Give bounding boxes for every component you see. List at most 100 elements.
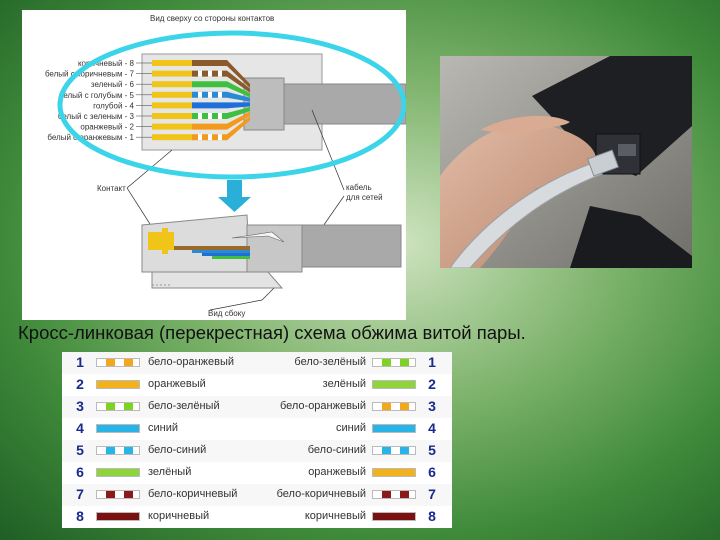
side-view-plug <box>141 214 402 289</box>
wire <box>192 70 250 93</box>
pin-number-left: 7 <box>76 486 84 502</box>
pin-label: зеленый - 6 <box>91 80 135 89</box>
down-arrow <box>218 180 251 212</box>
color-swatch-left <box>96 424 140 433</box>
contact-blade <box>152 134 192 141</box>
top-view-title: Вид сверху со стороны контактов <box>150 14 274 23</box>
cable-label-line1: кабель <box>346 183 372 192</box>
pinout-table: 1 бело-оранжевый бело-зелёный 1 2 оранжевый зе… <box>62 352 452 528</box>
wire-name-right: бело-коричневый <box>276 488 366 500</box>
color-swatch-right <box>372 446 416 455</box>
wire-name-left: зелёный <box>148 466 192 478</box>
cable-leader-line <box>311 109 345 191</box>
wire-stripe <box>218 91 222 98</box>
color-swatch-right <box>372 402 416 411</box>
cable-label-line2: для сетей <box>346 193 383 202</box>
pin-number-right: 2 <box>428 376 436 392</box>
color-swatch-left <box>96 380 140 389</box>
table-row: 3 бело-зелёный бело-оранжевый 3 <box>62 396 452 418</box>
table-row: 2 оранжевый зелёный 2 <box>62 374 452 396</box>
wire-stripe <box>208 134 212 141</box>
pin-label: голубой - 4 <box>93 101 134 110</box>
wire-stripe <box>218 70 222 77</box>
pin-label: белый с зеленым - 3 <box>58 112 135 121</box>
highlight-ellipse <box>57 30 406 180</box>
crimping-photo-svg <box>440 56 692 268</box>
pin-number-right: 5 <box>428 442 436 458</box>
wire <box>192 60 250 88</box>
color-swatch-right <box>372 358 416 367</box>
contact-blade <box>152 91 192 98</box>
wire-name-left: коричневый <box>148 510 210 522</box>
pin-number-right: 4 <box>428 420 436 436</box>
wire-stripe <box>208 70 212 77</box>
pin-label: коричневый - 8 <box>78 59 135 68</box>
contact-blade <box>152 113 192 119</box>
color-swatch-left <box>96 512 140 521</box>
pin-number-left: 6 <box>76 464 84 480</box>
table-row: 5 бело-синий бело-синий 5 <box>62 440 452 462</box>
diagram-svg: Вид сверху со стороны контактов коричнев… <box>45 14 406 318</box>
pin-number-left: 5 <box>76 442 84 458</box>
color-swatch-right <box>372 468 416 477</box>
pin-number-right: 3 <box>428 398 436 414</box>
wire-stripe <box>198 70 202 77</box>
pin-number-left: 3 <box>76 398 84 414</box>
pin-number-left: 1 <box>76 354 84 370</box>
wire-name-left: бело-зелёный <box>148 400 220 412</box>
wire <box>192 102 250 109</box>
contact-blade <box>152 60 192 66</box>
wire-name-left: бело-оранжевый <box>148 356 235 368</box>
wire-stripe <box>218 113 222 119</box>
pin-label: белый с коричневым - 7 <box>45 70 135 79</box>
table-row: 4 синий синий 4 <box>62 418 452 440</box>
pin-label: белый с оранжевым - 1 <box>47 133 134 142</box>
color-swatch-right <box>372 512 416 521</box>
wire-stripe <box>218 134 222 141</box>
wire-name-right: синий <box>335 422 366 434</box>
pin-label: оранжевый - 2 <box>80 123 134 132</box>
color-swatch-left <box>96 468 140 477</box>
table-row: 1 бело-оранжевый бело-зелёный 1 <box>62 352 452 374</box>
contact-blade <box>152 102 192 109</box>
pin-number-right: 1 <box>428 354 436 370</box>
crimp-diagram: Вид сверху со стороны контактов коричнев… <box>22 10 406 320</box>
wire <box>192 111 250 130</box>
pin-number-right: 7 <box>428 486 436 502</box>
side-view-label: Вид сбоку <box>208 309 245 318</box>
pin-number-left: 8 <box>76 508 84 524</box>
wire-stripe <box>208 91 212 98</box>
color-swatch-left <box>96 358 140 367</box>
wire <box>192 81 250 98</box>
pin-number-right: 6 <box>428 464 436 480</box>
contact-blade <box>152 81 192 88</box>
pin-number-left: 4 <box>76 420 84 436</box>
crimping-photo <box>440 56 692 268</box>
color-swatch-right <box>372 490 416 499</box>
top-wires <box>152 60 250 141</box>
wire-stripe <box>208 113 212 119</box>
side-view-leader <box>209 287 275 311</box>
contact-label: Контакт <box>97 184 126 193</box>
color-swatch-left <box>96 490 140 499</box>
wire-name-left: бело-синий <box>148 444 207 456</box>
wire-stripe <box>198 91 202 98</box>
pin-number-left: 2 <box>76 376 84 392</box>
wire-stripe <box>198 113 202 119</box>
pin-number-right: 8 <box>428 508 436 524</box>
wire-name-right: бело-зелёный <box>294 356 366 368</box>
wire-name-left: оранжевый <box>148 378 206 390</box>
contact-blade <box>152 70 192 77</box>
wire-name-right: бело-оранжевый <box>279 400 366 412</box>
wire-name-right: зелёный <box>322 378 366 390</box>
wire-name-left: синий <box>148 422 179 434</box>
color-swatch-right <box>372 424 416 433</box>
color-swatch-right <box>372 380 416 389</box>
wire-name-right: бело-синий <box>307 444 366 456</box>
table-row: 7 бело-коричневый бело-коричневый 7 <box>62 484 452 506</box>
wire <box>192 116 250 141</box>
wire-name-left: бело-коричневый <box>148 488 238 500</box>
color-swatch-left <box>96 402 140 411</box>
